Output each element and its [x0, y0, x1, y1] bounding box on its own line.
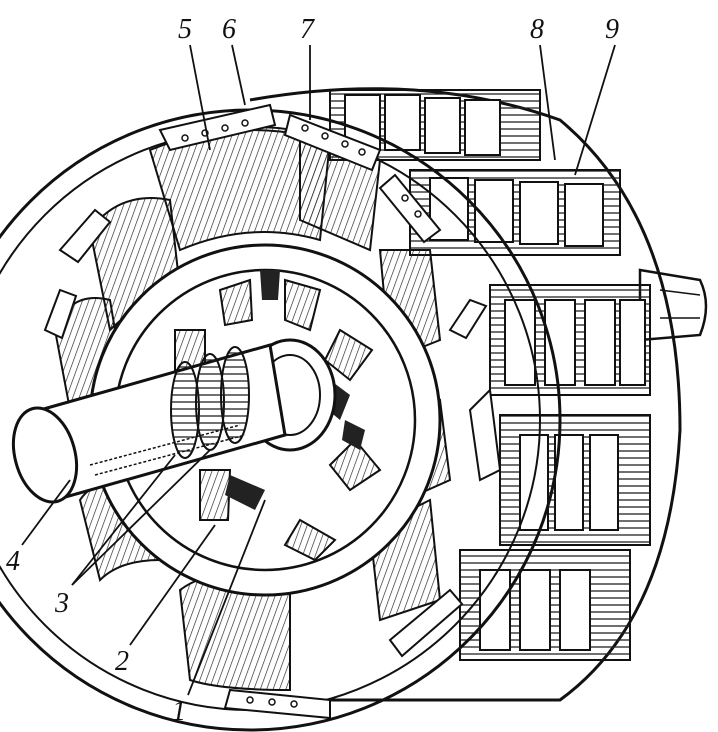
slip-rings — [170, 346, 250, 459]
label-2: 2 — [115, 646, 129, 677]
label-7: 7 — [300, 14, 314, 45]
label-4: 4 — [6, 546, 20, 577]
leader-lines — [21, 44, 616, 696]
label-6: 6 — [222, 14, 236, 45]
label-9: 9 — [605, 14, 619, 45]
plate-rivets — [181, 119, 422, 708]
label-1: 1 — [172, 696, 186, 727]
label-5: 5 — [178, 14, 192, 45]
shaft-rear-end — [638, 268, 708, 342]
damper-bars — [344, 94, 646, 651]
pole-plates — [43, 103, 502, 720]
label-3: 3 — [55, 588, 69, 619]
rotor-spider — [174, 278, 382, 562]
label-8: 8 — [530, 14, 544, 45]
